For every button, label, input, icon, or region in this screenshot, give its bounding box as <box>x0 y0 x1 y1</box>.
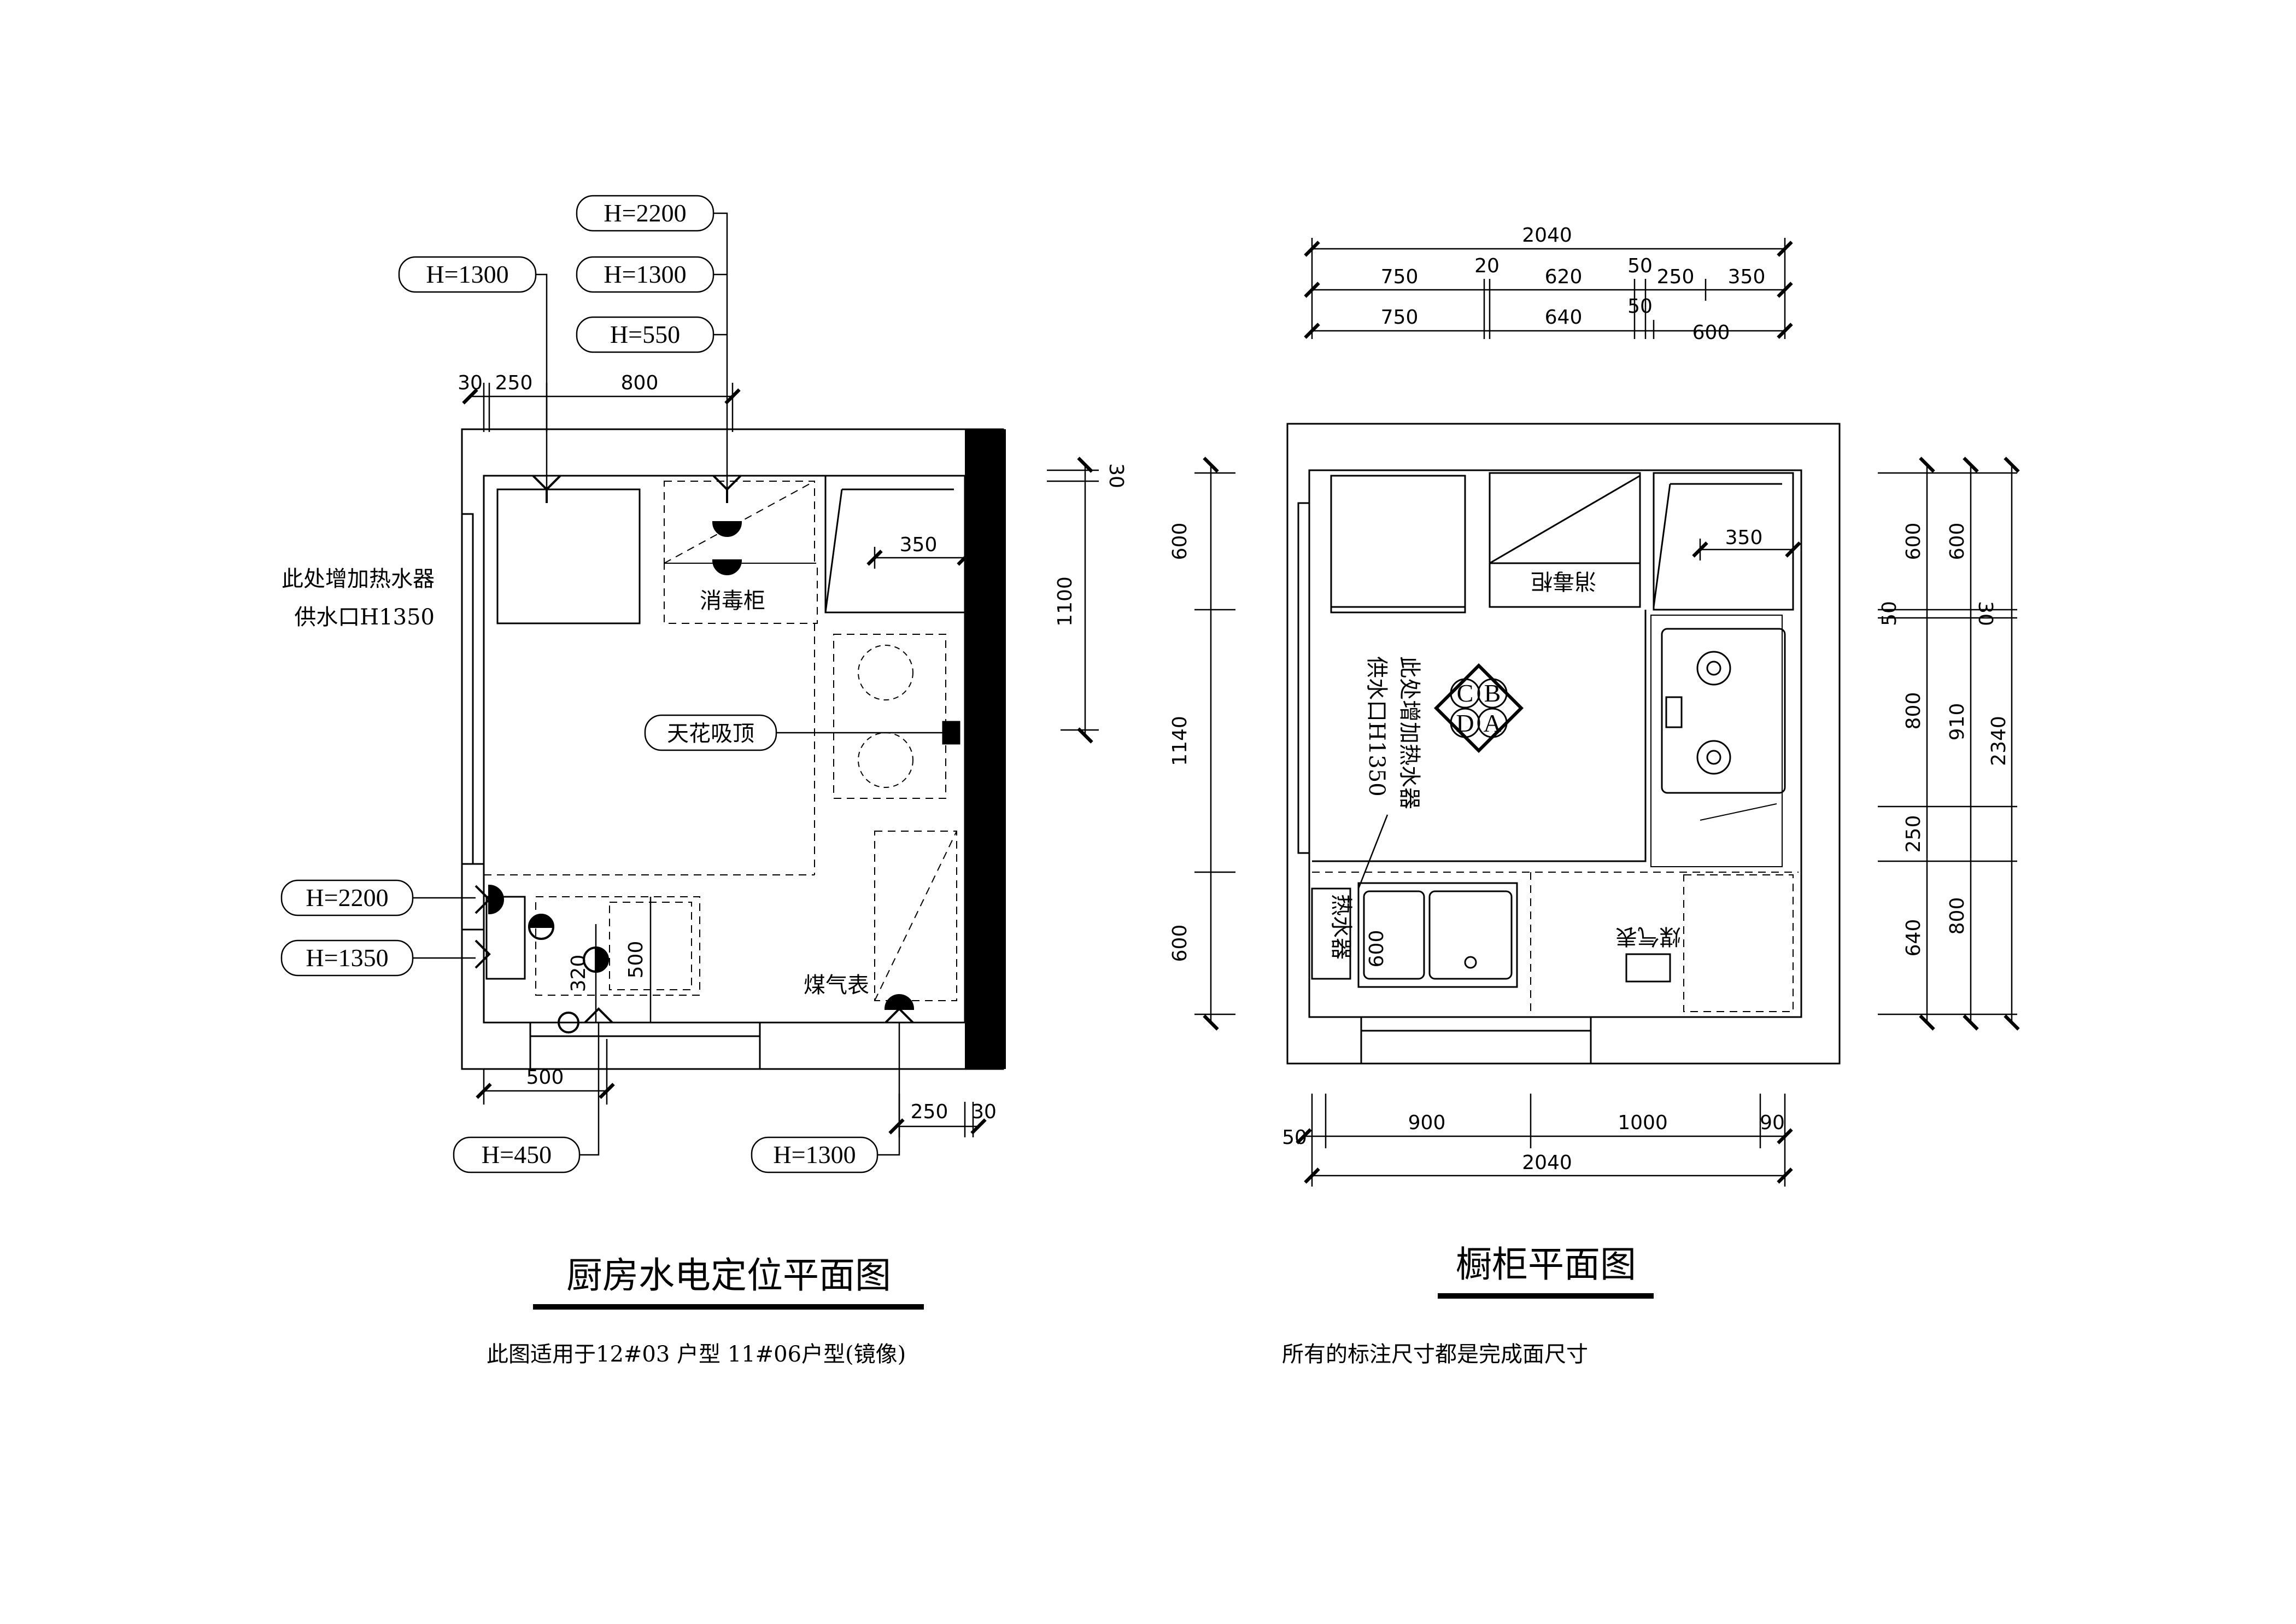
dim-rr800: 800 <box>1946 897 1969 935</box>
left-door <box>529 1021 761 1070</box>
right-hob <box>1661 628 1786 794</box>
compass-b: B <box>1484 679 1501 707</box>
left-sink-outline <box>535 896 700 996</box>
tag-h1300-top: H=1300 <box>604 260 686 288</box>
dim-r250: 250 <box>1902 815 1925 853</box>
right-gas-meter-box <box>1625 953 1671 983</box>
left-tall-cabinet <box>824 475 966 614</box>
dim-t250: 250 <box>1657 266 1695 288</box>
dim-right-30: 30 <box>1105 463 1127 488</box>
left-fridge <box>496 488 641 624</box>
dim-right-350: 350 <box>1725 527 1763 549</box>
left-heater-note-line1: 此处增加热水器 <box>282 566 435 592</box>
dim-r50: 50 <box>1878 601 1901 626</box>
dim-350: 350 <box>900 534 938 556</box>
dim-sink-600: 600 <box>1366 930 1388 968</box>
dim-t600: 600 <box>1692 322 1730 344</box>
dim-t750a: 750 <box>1381 266 1419 288</box>
tag-h1300-left: H=1300 <box>426 260 508 288</box>
left-plan-title: 厨房水电定位平面图 <box>566 1254 891 1296</box>
dim-r600a: 600 <box>1902 523 1925 560</box>
dim-t50b: 50 <box>1627 295 1653 318</box>
dim-top-250: 250 <box>495 372 533 394</box>
dim-b900: 900 <box>1408 1112 1446 1134</box>
dim-bottom-250: 250 <box>911 1101 948 1123</box>
gas-meter-label: 煤气表 <box>804 973 869 998</box>
compass-a: A <box>1483 709 1501 737</box>
tag-h2200-top: H=2200 <box>604 199 686 227</box>
top-socket-group <box>532 475 742 575</box>
dim-b1000: 1000 <box>1618 1112 1668 1134</box>
right-gas-meter-label: 煤气表 <box>1615 924 1681 949</box>
compass-symbol <box>1433 663 1524 753</box>
tag-h1300-bottom: H=1300 <box>773 1141 856 1169</box>
dim-bottom-30: 30 <box>971 1101 997 1123</box>
tag-h550: H=550 <box>610 320 680 348</box>
right-sterilizer-mirrored: 消毒柜 <box>1531 568 1596 593</box>
dim-left-600b: 600 <box>1169 925 1191 962</box>
compass-d: D <box>1456 709 1474 737</box>
dim-t20: 20 <box>1474 255 1500 277</box>
dim-t50: 50 <box>1627 255 1653 277</box>
right-door <box>1360 1016 1592 1065</box>
compass-c: C <box>1457 679 1474 707</box>
left-window <box>461 513 474 865</box>
left-heater-note-line2: 供水口H1350 <box>294 605 435 630</box>
right-heater-note-line1: 此处增加热水器 <box>1397 656 1422 809</box>
right-plan-title: 橱柜平面图 <box>1456 1243 1636 1286</box>
tag-h450: H=450 <box>482 1141 552 1169</box>
dim-t620: 620 <box>1545 266 1583 288</box>
water-heater-label: 热水器 <box>1328 894 1354 960</box>
right-sink <box>1357 882 1518 988</box>
dim-left-1140: 1140 <box>1169 716 1191 766</box>
dim-500-vertical: 500 <box>625 941 647 979</box>
left-kitchen-plan <box>280 195 1099 1310</box>
left-plan-text: H=1300 H=2200 H=1300 H=550 H=2200 H=1350… <box>282 199 1127 1367</box>
dim-t350: 350 <box>1728 266 1766 288</box>
dim-rr600: 600 <box>1946 523 1969 560</box>
dim-top-total: 2040 <box>1522 224 1572 247</box>
right-plan-note: 所有的标注尺寸都是完成面尺寸 <box>1282 1342 1588 1367</box>
dim-t640: 640 <box>1545 306 1583 329</box>
dim-left-600a: 600 <box>1169 523 1191 560</box>
right-fridge <box>1330 475 1466 614</box>
right-tall-cabinet <box>1653 472 1794 611</box>
left-plan-note: 此图适用于12#03 户型 11#06户型(镜像) <box>487 1342 906 1367</box>
dim-b90: 90 <box>1760 1112 1785 1134</box>
dim-top-800: 800 <box>621 372 659 394</box>
tag-h1350-side: H=1350 <box>306 944 388 972</box>
dim-rr910: 910 <box>1946 703 1969 741</box>
right-cabinet-plan <box>1194 238 2020 1299</box>
dim-t750b: 750 <box>1381 306 1419 329</box>
left-hob-outline <box>833 634 946 799</box>
tag-h2200-side: H=2200 <box>306 884 388 912</box>
dim-right-1100: 1100 <box>1054 576 1076 627</box>
left-height-tags <box>280 195 878 1173</box>
dim-rr-total: 2340 <box>1988 716 2010 766</box>
ceiling-tag: 天花吸顶 <box>667 721 754 746</box>
dim-320: 320 <box>567 955 590 992</box>
dim-r800: 800 <box>1902 692 1925 730</box>
sterilizer-label: 消毒柜 <box>700 588 765 614</box>
right-heater-note-line2: 供水口H1350 <box>1364 656 1389 797</box>
dim-bottom-500: 500 <box>526 1066 564 1089</box>
dim-r640: 640 <box>1902 919 1925 957</box>
dim-b50: 50 <box>1282 1126 1307 1149</box>
right-sterilizer-cabinet <box>1489 472 1641 608</box>
dim-top-30: 30 <box>458 372 483 394</box>
right-plan-text: 2040 750 20 620 50 250 350 750 640 50 60… <box>1169 224 2010 1367</box>
dim-rr30: 30 <box>1974 601 1996 626</box>
dim-b-total: 2040 <box>1522 1152 1572 1174</box>
left-structural-wall <box>965 429 1006 1069</box>
right-water-heater <box>1311 887 1351 980</box>
